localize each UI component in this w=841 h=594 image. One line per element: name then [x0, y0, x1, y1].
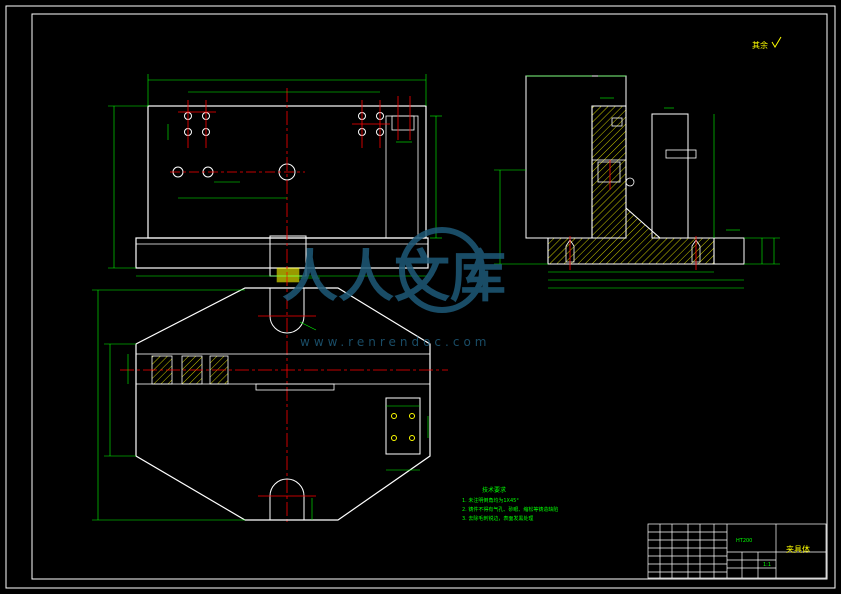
watermark-text: 人人文库 [282, 245, 506, 310]
watermark-logo-icon [399, 227, 485, 313]
title-block-material: HT200 [736, 538, 752, 544]
sheet-border [5, 5, 836, 589]
watermark-url: www.renrendoc.com [300, 335, 490, 349]
side-view [494, 75, 780, 289]
roughness-note: 其余 [752, 36, 782, 50]
title-block-part-name: 夹具体 [786, 544, 810, 554]
roughness-note-label: 其余 [752, 40, 768, 50]
tech-req-line-1: 1. 未注明倒角均为1X45° [462, 497, 519, 504]
watermark: 人人文库 www.renrendoc.com [282, 227, 506, 349]
tech-requirements: 技术要求 1. 未注明倒角均为1X45° 2. 铸件不得有气孔、砂眼、缩松等铸造… [462, 486, 558, 522]
tech-req-title: 技术要求 [482, 486, 506, 494]
top-view [92, 287, 448, 521]
title-block-scale: 1:1 [763, 562, 771, 568]
tech-req-line-3: 3. 去除毛刺锐边，表面发黑处理 [462, 515, 533, 522]
title-block [647, 523, 827, 579]
tech-req-line-2: 2. 铸件不得有气孔、砂眼、缩松等铸造缺陷 [462, 506, 558, 513]
front-view [108, 74, 442, 524]
